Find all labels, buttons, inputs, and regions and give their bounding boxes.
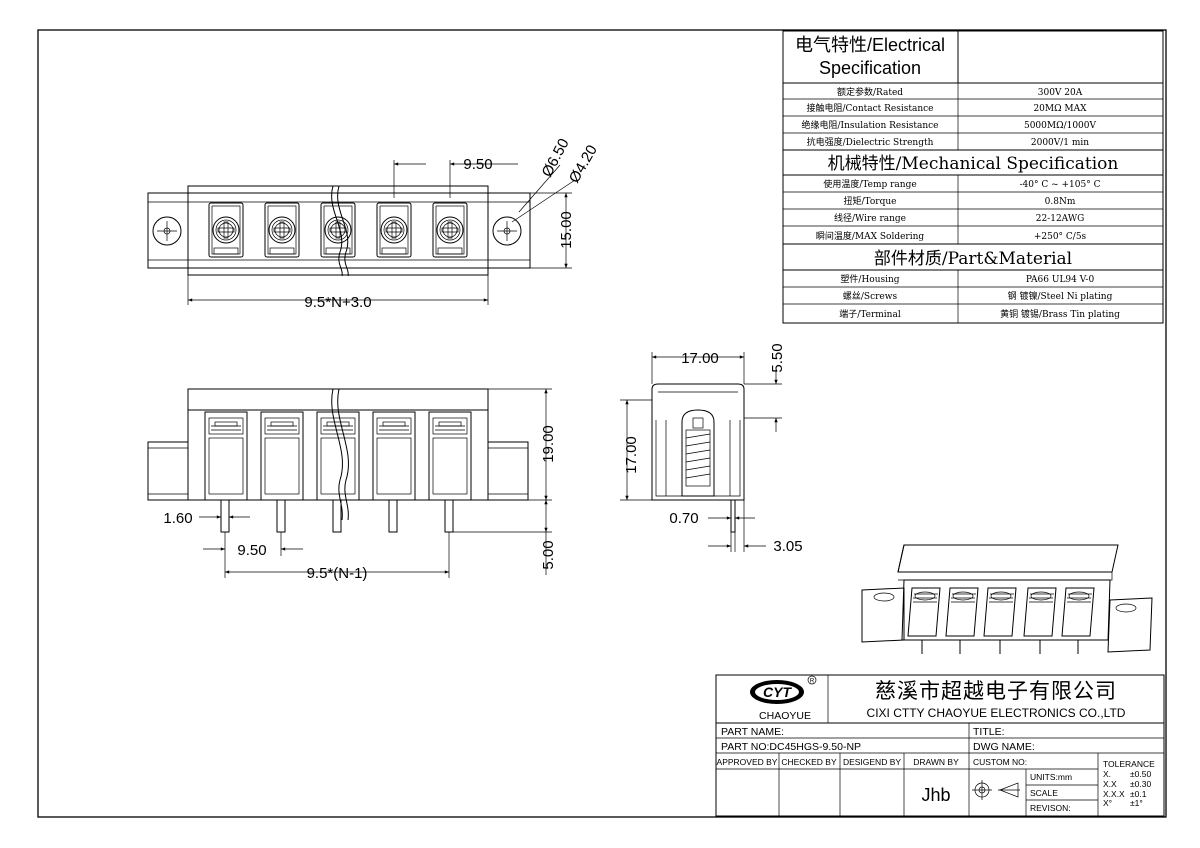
tolerance-value-3: ±0.1 [1130, 789, 1147, 799]
housing-label: 塑件/Housing [840, 273, 899, 285]
part-name-label: PART NAME: [721, 726, 784, 738]
dielectric-strength-label: 抗电强度/Dielectric Strength [807, 136, 934, 148]
company-logo: CYT R [750, 675, 817, 704]
dim-top-length: 9.5*N+3.0 [304, 294, 371, 311]
dim-pin-length: 5.00 [540, 540, 557, 569]
screws-value: 钢 镀镍/Steel Ni plating [1008, 290, 1113, 302]
drawn-by-label: DRAWN BY [913, 757, 959, 767]
pin-4 [388, 499, 398, 533]
rated-label: 额定参数/Rated [837, 86, 903, 98]
pin-1 [220, 499, 230, 533]
tolerance-value-2: ±0.30 [1130, 779, 1151, 789]
pin-3 [332, 499, 342, 533]
revision-label: REVISON: [1030, 803, 1071, 813]
insulation-resistance-value: 5000MΩ/1000V [1024, 121, 1097, 131]
side-pin [730, 499, 736, 533]
drawn-by-value: Jhb [921, 785, 950, 805]
dim-side-cover: 5.50 [769, 343, 786, 372]
terminal-label: 端子/Terminal [839, 308, 901, 320]
dim-pin-span: 9.5*(N-1) [307, 565, 368, 582]
tolerance-title: TOLERANCE [1103, 759, 1155, 769]
title-block: CYT R CHAOYUE 慈溪市超越电子有限公司 CIXI CTTY CHAO… [715, 674, 1165, 817]
mechanical-title: 机械特性/Mechanical Specification [828, 154, 1119, 174]
dim-side-pin-thickness: 0.70 [669, 510, 698, 527]
sheet-border [37, 29, 1167, 818]
max-soldering-label: 瞬间温度/MAX Soldering [816, 230, 925, 242]
dim-top-pitch: 9.50 [463, 156, 492, 173]
dielectric-strength-value: 2000V/1 min [1031, 138, 1089, 148]
title-label: TITLE: [973, 726, 1005, 738]
temp-range-label: 使用温度/Temp range [823, 178, 916, 190]
temp-range-value: -40° C ~ +105° C [1020, 180, 1101, 190]
scale-label: SCALE [1030, 788, 1058, 798]
side-view: 17.00 5.50 17.00 0.70 3.05 [620, 343, 803, 555]
pin-2 [276, 499, 286, 533]
dim-side-width: 17.00 [681, 350, 719, 367]
dim-side-pin-offset: 3.05 [773, 538, 802, 555]
tolerance-value-4: ±1° [1130, 798, 1143, 808]
tolerance-label-2: X.X [1103, 779, 1117, 789]
tolerance-label-3: X.X.X [1103, 789, 1125, 799]
part-no-label: PART NO:DC45HGS-9.50-NP [721, 741, 861, 753]
pin-5 [444, 499, 454, 533]
torque-label: 扭矩/Torque [844, 195, 897, 207]
contact-resistance-label: 接触电阻/Contact Resistance [807, 102, 934, 114]
screws-label: 螺丝/Screws [843, 290, 898, 302]
tolerance-label-1: X. [1103, 769, 1111, 779]
top-view: 9.50 Ø6.50 Ø4.20 15.00 9.5*N+3.0 [147, 136, 601, 311]
checked-by-label: CHECKED BY [781, 757, 837, 767]
dwg-name-label: DWG NAME: [973, 741, 1035, 753]
mount-hole-right [492, 216, 522, 246]
tolerance-value-1: ±0.50 [1130, 769, 1151, 779]
electrical-title-1: 电气特性/Electrical [795, 35, 945, 55]
approved-by-label: APPROVED BY [717, 757, 778, 767]
dim-front-height: 19.00 [540, 425, 557, 463]
mount-hole-left [152, 216, 182, 246]
dim-side-height: 17.00 [623, 436, 640, 474]
electrical-title-2: Specification [819, 58, 921, 78]
torque-value: 0.8Nm [1045, 197, 1076, 207]
front-view: 19.00 5.00 1.60 9.50 9.5*(N-1) [147, 388, 557, 582]
insulation-resistance-label: 绝缘电阻/Insulation Resistance [802, 119, 939, 131]
rated-value: 300V 20A [1038, 88, 1083, 98]
tolerance-label-4: X° [1103, 798, 1112, 808]
dim-hole-small: Ø4.20 [566, 142, 601, 186]
max-soldering-value: +250° C/5s [1034, 232, 1087, 242]
housing-value: PA66 UL94 V-0 [1026, 275, 1095, 285]
spec-table: 电气特性/Electrical Specification 额定参数/Rated… [782, 30, 1164, 324]
wire-range-label: 线径/Wire range [834, 212, 906, 224]
brand-name: CHAOYUE [759, 710, 811, 722]
units-label: UNITS:mm [1030, 772, 1072, 782]
projection-symbol [972, 780, 1020, 800]
dim-pin-pitch: 9.50 [237, 542, 266, 559]
company-name-en: CIXI CTTY CHAOYUE ELECTRONICS CO.,LTD [867, 706, 1126, 720]
designed-by-label: DESIGEND BY [843, 757, 901, 767]
svg-text:R: R [810, 679, 815, 685]
wire-range-value: 22-12AWG [1036, 214, 1085, 224]
logo-letters: CYT [763, 684, 792, 700]
isometric-view [861, 544, 1153, 654]
dim-pin-width: 1.60 [163, 510, 192, 527]
material-title: 部件材质/Part&Material [874, 249, 1072, 269]
terminal-value: 黄铜 镀锡/Brass Tin plating [1000, 308, 1120, 320]
company-name-cn: 慈溪市超越电子有限公司 [875, 679, 1117, 703]
dim-top-height: 15.00 [558, 211, 575, 249]
custom-no-label: CUSTOM NO: [973, 757, 1027, 767]
contact-resistance-value: 20MΩ MAX [1033, 104, 1087, 114]
